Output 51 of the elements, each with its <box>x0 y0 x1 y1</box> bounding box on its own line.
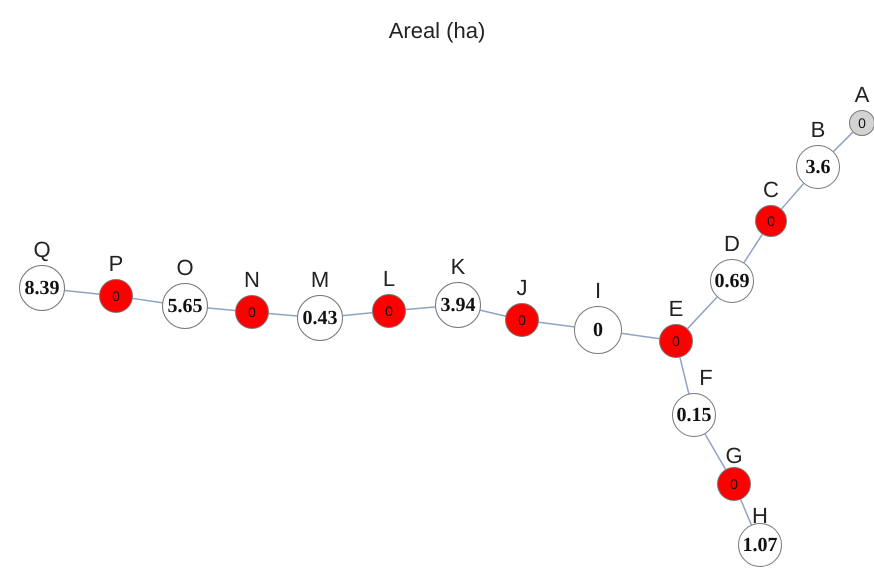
node-label: P <box>108 253 124 275</box>
node-label: M <box>310 269 330 291</box>
node-value: 0 <box>248 305 256 319</box>
node-label: G <box>725 445 743 467</box>
node-label: C <box>763 179 779 201</box>
node-value: 3.94 <box>440 295 476 315</box>
chart-title: Areal (ha) <box>388 18 486 44</box>
connector-line <box>480 310 506 317</box>
node-label: J <box>516 277 528 299</box>
node-value: 8.39 <box>24 278 60 298</box>
node-label: D <box>724 233 740 255</box>
connector-line <box>622 332 660 340</box>
connector-line <box>780 183 804 210</box>
connector-line <box>406 306 436 310</box>
node-value: 0.15 <box>676 405 712 425</box>
node-label: E <box>668 298 684 320</box>
connector-line <box>132 298 162 304</box>
node-value: 0 <box>767 214 775 228</box>
node-value: 0 <box>730 477 738 491</box>
node-label: N <box>244 269 260 291</box>
node-label: O <box>176 257 194 279</box>
node-label: H <box>752 505 768 527</box>
node-label: A <box>854 84 870 106</box>
node-label: B <box>810 119 826 141</box>
node-value: 0 <box>385 304 393 318</box>
node-value: 3.6 <box>806 157 830 177</box>
connector-line <box>687 296 718 330</box>
connector-line <box>833 132 854 152</box>
connector-line <box>268 312 298 317</box>
node-label: K <box>450 256 466 278</box>
connector-line <box>538 321 574 328</box>
node-value: 0 <box>518 313 526 327</box>
connector-line <box>64 290 100 295</box>
node-label: L <box>382 268 396 290</box>
connector-line <box>743 234 763 263</box>
connector-line <box>679 357 690 394</box>
connector-line <box>704 434 726 470</box>
node-value: 5.65 <box>168 296 202 316</box>
node-value: 0.69 <box>714 271 750 291</box>
node-value: 0 <box>858 116 866 130</box>
node-label: Q <box>33 239 51 261</box>
connector-line <box>342 312 372 316</box>
node-value: 0.43 <box>302 308 338 328</box>
connector-line <box>740 499 752 526</box>
node-label: F <box>699 367 713 389</box>
node-value: 0 <box>112 289 120 303</box>
connector-line <box>208 307 236 312</box>
node-label: I <box>594 280 602 302</box>
node-value: 0 <box>672 334 680 348</box>
node-value: 1.07 <box>742 535 778 555</box>
node-value: 0 <box>593 320 603 340</box>
